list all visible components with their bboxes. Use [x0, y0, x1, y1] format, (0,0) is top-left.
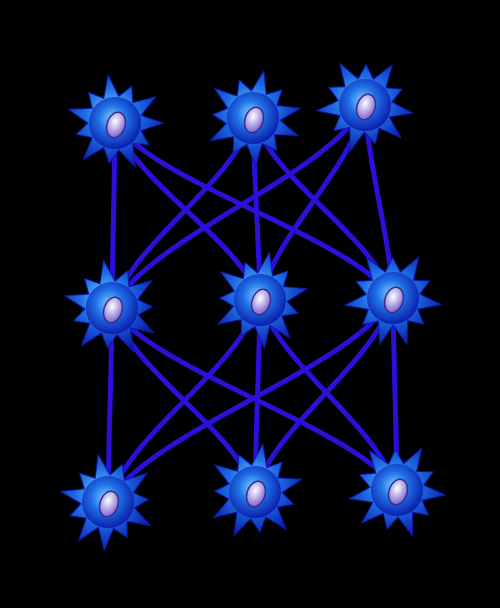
neuron-nucleus	[105, 111, 127, 139]
neuron-nucleus	[387, 478, 409, 506]
neuron-n6	[344, 256, 442, 346]
neuron-n2	[209, 70, 302, 167]
neuron-nucleus	[383, 286, 405, 314]
connection-n3-n4	[109, 102, 368, 311]
neuron-nucleus	[355, 93, 377, 121]
neuron-nucleus	[245, 480, 267, 508]
neuron-n9	[348, 447, 446, 537]
neuron-n3	[316, 62, 414, 152]
neuron-n1	[67, 74, 165, 168]
neuron-nucleus	[98, 490, 120, 518]
neurons-layer	[60, 62, 446, 551]
neuron-n8	[213, 443, 303, 537]
neuron-n4	[64, 259, 155, 352]
neuron-n7	[60, 453, 151, 551]
neuron-nucleus	[243, 106, 265, 134]
neuron-nucleus	[102, 296, 124, 324]
connection-n6-n7	[105, 295, 396, 505]
neuron-n5	[217, 251, 308, 349]
connection-n1-n6	[112, 120, 396, 301]
neuron-nucleus	[250, 288, 272, 316]
